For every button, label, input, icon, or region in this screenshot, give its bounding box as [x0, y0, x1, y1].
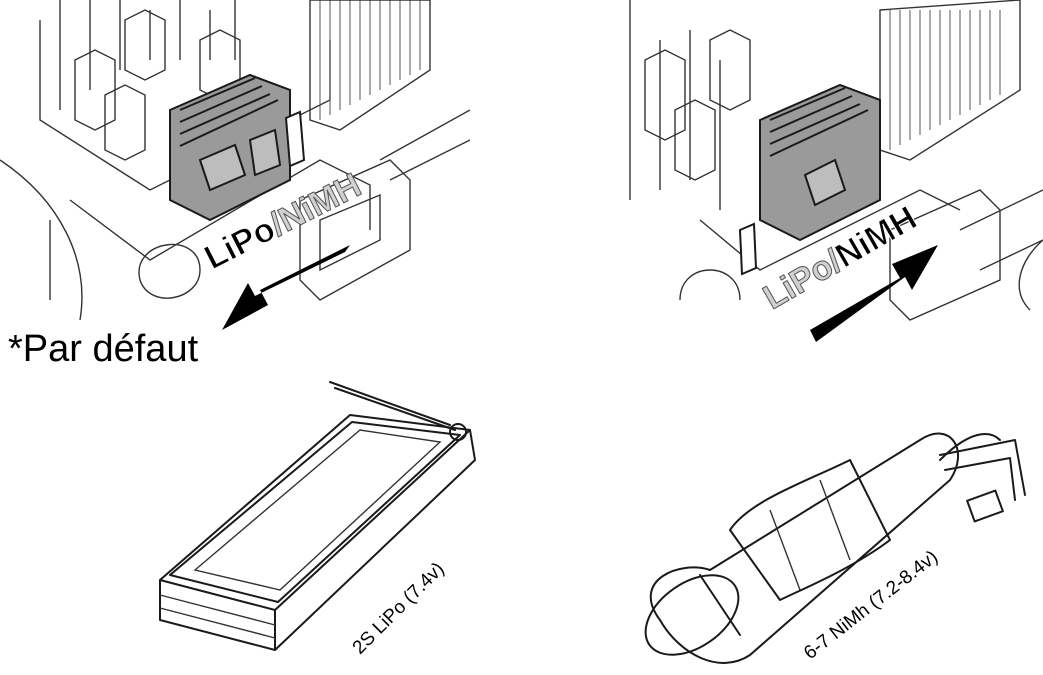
- switch-body: [169, 73, 306, 222]
- default-note: *Par défaut: [8, 328, 199, 370]
- nimh-switch-drawing: LiPo/NiMH: [629, 0, 1043, 342]
- lipo-switch-illustration: LiPo/NiMH: [0, 0, 470, 340]
- heatsink: [889, 10, 1001, 150]
- switch-body: [738, 83, 881, 276]
- lipo-battery-illustration: 2S LiPo (7.4v): [130, 370, 490, 670]
- nimh-battery-illustration: 6-7 NiMh (7.2-8.4v): [620, 400, 1043, 675]
- lipo-switch-drawing: LiPo/NiMH: [0, 0, 470, 330]
- battery-label-lipo: 2S LiPo (7.4v): [349, 559, 449, 659]
- arrow-left-icon: [222, 245, 350, 330]
- heatsink: [319, 0, 421, 120]
- svg-text:2S LiPo (7.4v): 2S LiPo (7.4v): [349, 559, 449, 659]
- nimh-switch-illustration: LiPo/NiMH: [560, 0, 1043, 350]
- arrow-right-icon: [810, 245, 938, 342]
- svg-text:6-7 NiMh (7.2-8.4v): 6-7 NiMh (7.2-8.4v): [800, 547, 942, 664]
- battery-label-nimh: 6-7 NiMh (7.2-8.4v): [800, 547, 942, 664]
- nimh-battery-drawing: 6-7 NiMh (7.2-8.4v): [644, 432, 1026, 664]
- lipo-battery-drawing: 2S LiPo (7.4v): [159, 381, 476, 659]
